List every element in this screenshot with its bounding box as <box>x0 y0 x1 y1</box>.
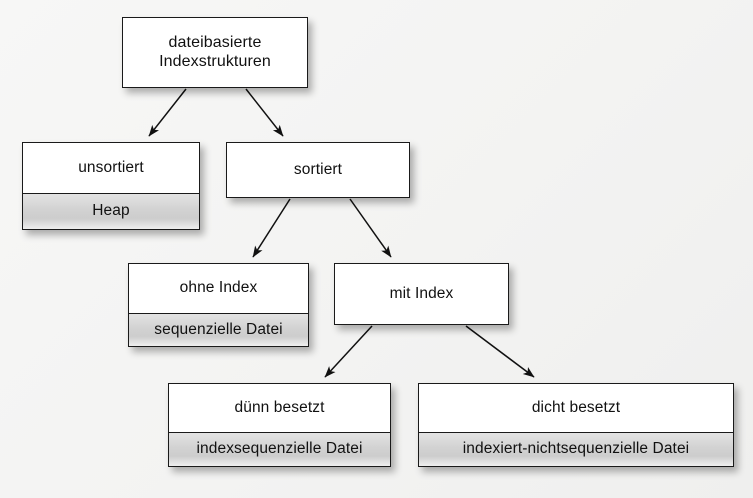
edge-root-sortiert <box>245 88 284 137</box>
edge-mit-dicht <box>465 325 535 378</box>
edge-sortiert-ohne <box>252 198 291 258</box>
node-dicht-besetzt[interactable]: dicht besetzt indexiert-nichtsequenziell… <box>418 383 734 467</box>
node-unsortiert[interactable]: unsortiert Heap <box>22 142 200 230</box>
edge-root-unsortiert <box>148 88 187 137</box>
node-ohne-index[interactable]: ohne Index sequenzielle Datei <box>128 263 309 347</box>
node-mit-index[interactable]: mit Index <box>334 263 509 325</box>
node-label: dünn besetzt <box>169 384 390 432</box>
node-sublabel-sequenzielle-datei: sequenzielle Datei <box>129 313 308 346</box>
node-duenn-besetzt[interactable]: dünn besetzt indexsequenzielle Datei <box>168 383 391 467</box>
node-sortiert[interactable]: sortiert <box>226 142 410 198</box>
node-dateibasierte-indexstrukturen[interactable]: dateibasierte Indexstrukturen <box>122 17 308 88</box>
node-sublabel-heap: Heap <box>23 193 199 229</box>
node-sublabel-indexsequenzielle-datei: indexsequenzielle Datei <box>169 432 390 466</box>
node-label: dicht besetzt <box>419 384 733 432</box>
node-label: mit Index <box>335 264 508 324</box>
node-label: sortiert <box>227 143 409 197</box>
edge-sortiert-mit <box>349 198 392 258</box>
node-label: unsortiert <box>23 143 199 193</box>
edge-mit-duenn <box>324 325 373 378</box>
node-label: dateibasierte Indexstrukturen <box>123 18 307 87</box>
node-label: ohne Index <box>129 264 308 313</box>
node-sublabel-indexiert-nichtsequenzielle-datei: indexiert-nichtsequenzielle Datei <box>419 432 733 466</box>
